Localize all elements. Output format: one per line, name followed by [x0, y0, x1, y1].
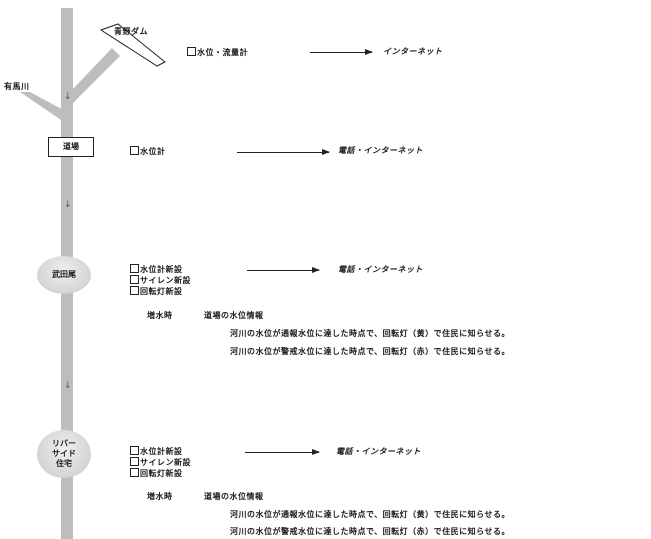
riverside-name-1: リバー [52, 439, 76, 448]
riverside-arrow [245, 449, 320, 455]
checkbox-square [130, 457, 139, 466]
checkbox-square [130, 446, 139, 455]
riverside-item-3: 回転灯新設 [130, 468, 191, 479]
dojo-arrow [237, 149, 330, 155]
riverside-destination: 電話・インターネット [336, 447, 421, 456]
riverside-flood-source: 道場の水位情報 [204, 492, 264, 501]
riverside-note-2: 河川の水位が警戒水位に達した時点で、回転灯（赤）で住民に知らせる。 [230, 527, 511, 536]
takedao-destination: 電話・インターネット [338, 265, 423, 274]
riverside-item-1: 水位計新設 [130, 446, 191, 457]
tributary-label: 有馬川 [4, 82, 30, 91]
takedao-item-2: サイレン新設 [130, 275, 191, 286]
takedao-item-3: 回転灯新設 [130, 286, 191, 297]
checkbox-square [130, 146, 139, 155]
dam-shape [99, 23, 166, 67]
checkbox-square [130, 264, 139, 273]
takedao-note-1: 河川の水位が通報水位に達した時点で、回転灯（黄）で住民に知らせる。 [230, 329, 511, 338]
dam-label: 青野ダム [114, 27, 148, 36]
station-riverside: リバー サイド 住宅 [37, 430, 91, 478]
flow-arrow-3: ↓ [64, 381, 72, 391]
takedao-item-1: 水位計新設 [130, 264, 191, 275]
checkbox-square [130, 468, 139, 477]
riverside-item-2: サイレン新設 [130, 457, 191, 468]
aono-destination: インターネット [383, 47, 443, 56]
checkbox-square [187, 47, 196, 56]
aono-item: 水位・流量計 [187, 47, 248, 58]
flow-arrow-1: ↓ [64, 92, 72, 102]
flow-arrow-2: ↓ [64, 200, 72, 210]
aono-arrow [310, 49, 373, 55]
riverside-flood-heading: 増水時 [147, 492, 173, 501]
takedao-arrow [247, 267, 320, 273]
riverside-items: 水位計新設 サイレン新設 回転灯新設 [130, 446, 191, 479]
station-takedao: 武田尾 [37, 256, 91, 294]
riverside-note-1: 河川の水位が通報水位に達した時点で、回転灯（黄）で住民に知らせる。 [230, 510, 511, 519]
checkbox-square [130, 275, 139, 284]
dam-branch [70, 48, 120, 106]
riverside-name-2: サイド [52, 449, 76, 458]
checkbox-square [130, 286, 139, 295]
takedao-flood-source: 道場の水位情報 [204, 311, 264, 320]
dojo-item: 水位計 [130, 146, 166, 157]
takedao-flood-heading: 増水時 [147, 311, 173, 320]
takedao-items: 水位計新設 サイレン新設 回転灯新設 [130, 264, 191, 297]
takedao-note-2: 河川の水位が警戒水位に達した時点で、回転灯（赤）で住民に知らせる。 [230, 347, 511, 356]
station-dojo: 道場 [48, 137, 94, 157]
tributary-branch [20, 92, 67, 124]
dojo-destination: 電話・インターネット [338, 146, 423, 155]
riverside-name-3: 住宅 [56, 459, 72, 468]
